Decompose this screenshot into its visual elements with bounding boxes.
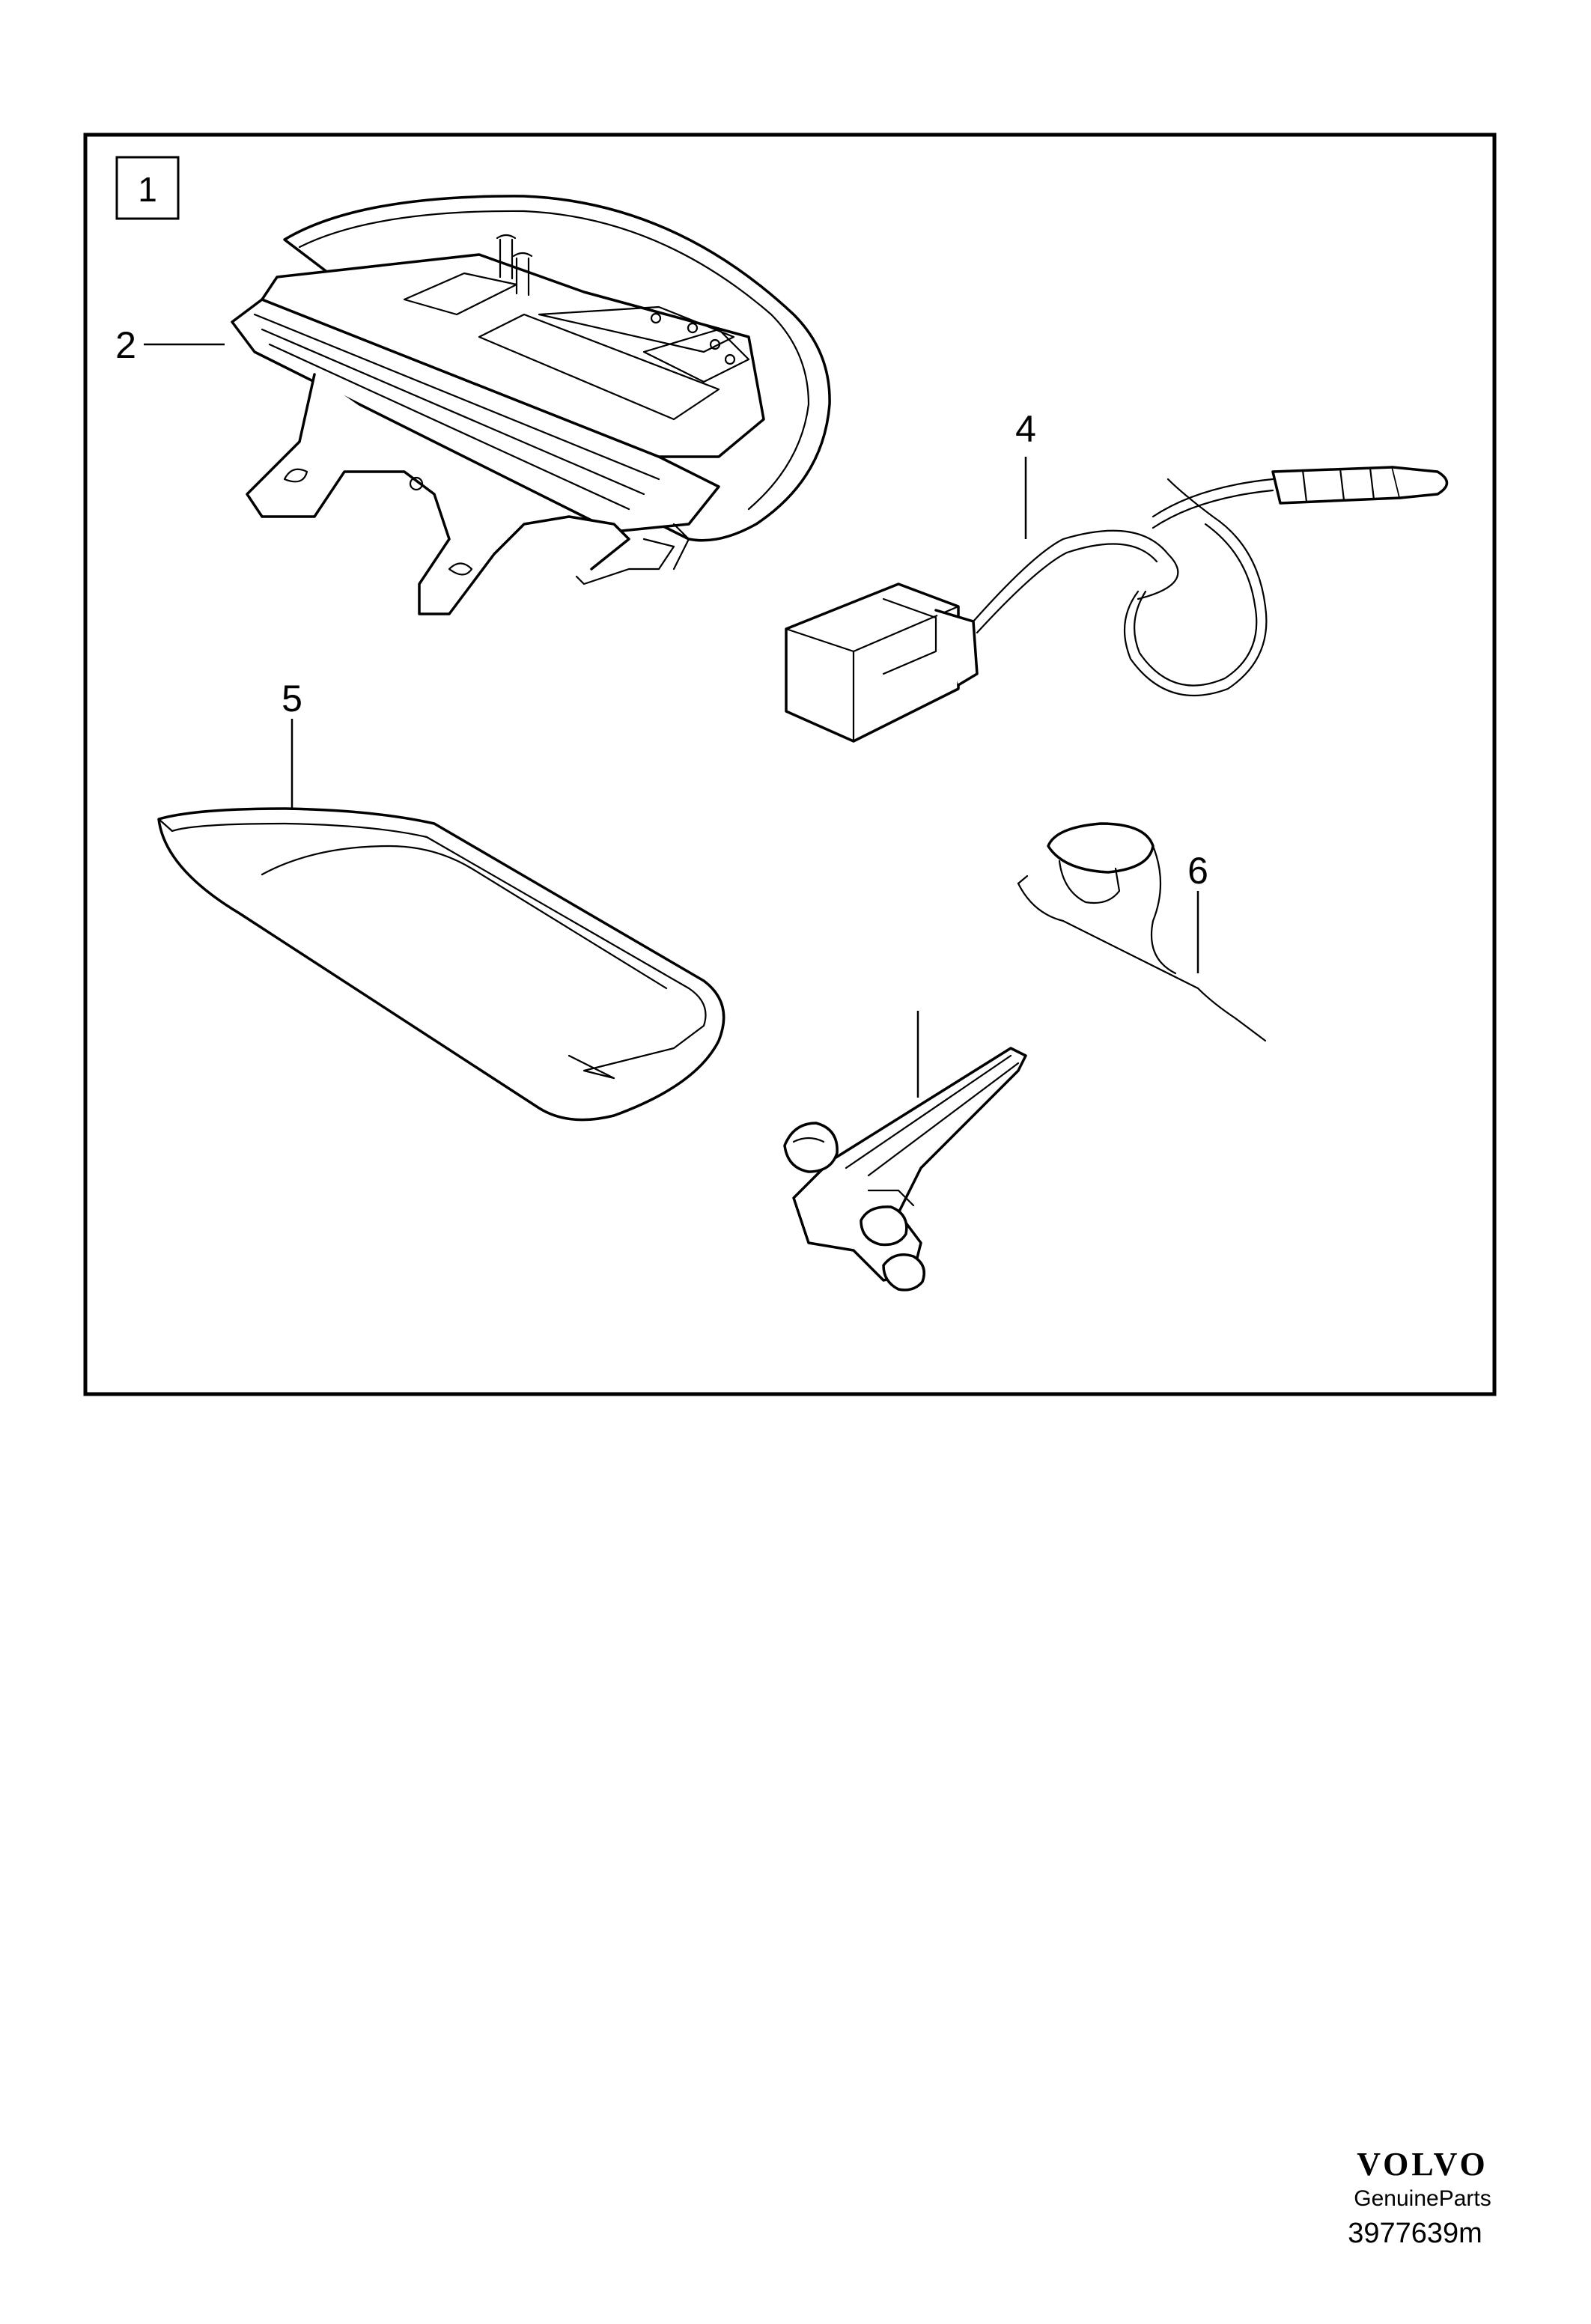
document-id: 3977639m: [1348, 2218, 1482, 2249]
callout-2-label: 2: [115, 324, 136, 366]
callout-5-label: 6: [1187, 850, 1208, 892]
part-3-module-cable[interactable]: [785, 466, 1449, 743]
part-2-housing[interactable]: [231, 195, 831, 615]
callout-3-label: 4: [1015, 408, 1036, 450]
part-4-cover[interactable]: [157, 807, 725, 1122]
diagram-frame: [83, 133, 1497, 1396]
group-number-box: 1: [115, 156, 180, 220]
callout-4-label: 5: [282, 678, 302, 720]
brand-subtitle: GenuineParts: [1354, 2186, 1491, 2211]
brand-logo: VOLVO: [1357, 2146, 1488, 2182]
group-number-label: 1: [138, 170, 157, 209]
part-5-clip[interactable]: [1017, 822, 1267, 1042]
part-6-holder[interactable]: [783, 1047, 1027, 1292]
